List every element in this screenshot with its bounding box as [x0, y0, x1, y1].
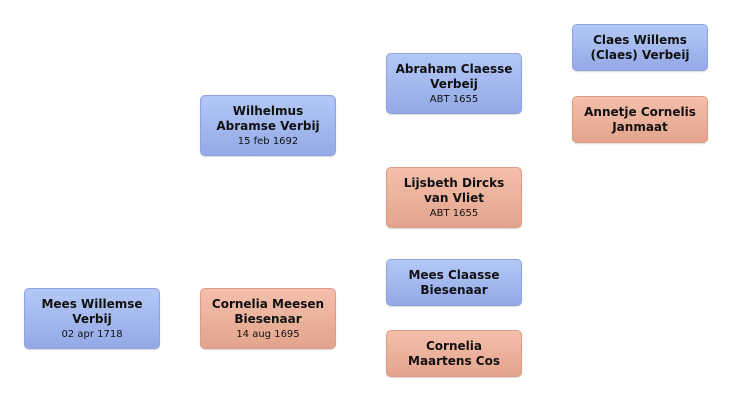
person-date: ABT 1655 [429, 207, 479, 219]
person-node-annetje-cornelis-janmaat[interactable]: Annetje Cornelis Janmaat [572, 96, 708, 143]
person-node-lijsbeth-dircks-van-vliet[interactable]: Lijsbeth Dircks van Vliet ABT 1655 [386, 167, 522, 228]
person-name: Mees Willemse Verbij [41, 296, 143, 326]
person-name: Lijsbeth Dircks van Vliet [403, 175, 505, 205]
person-date: 02 apr 1718 [61, 328, 123, 340]
person-name: Abraham Claesse Verbeij [395, 61, 513, 91]
person-node-cornelia-meesen-biesenaar[interactable]: Cornelia Meesen Biesenaar 14 aug 1695 [200, 288, 336, 349]
person-date: 15 feb 1692 [237, 135, 299, 147]
person-name: Cornelia Maartens Cos [408, 338, 500, 368]
person-node-mees-claasse-biesenaar[interactable]: Mees Claasse Biesenaar [386, 259, 522, 306]
person-name: Cornelia Meesen Biesenaar [211, 296, 325, 326]
person-date: ABT 1655 [429, 93, 479, 105]
person-name: Mees Claasse Biesenaar [408, 267, 500, 297]
person-node-wilhelmus-abramse-verbij[interactable]: Wilhelmus Abramse Verbij 15 feb 1692 [200, 95, 336, 156]
person-node-claes-willems-verbeij[interactable]: Claes Willems (Claes) Verbeij [572, 24, 708, 71]
person-date: 14 aug 1695 [236, 328, 300, 340]
person-node-cornelia-maartens-cos[interactable]: Cornelia Maartens Cos [386, 330, 522, 377]
person-name: Wilhelmus Abramse Verbij [216, 103, 320, 133]
person-name: Claes Willems (Claes) Verbeij [590, 32, 690, 62]
person-node-abraham-claesse-verbeij[interactable]: Abraham Claesse Verbeij ABT 1655 [386, 53, 522, 114]
person-name: Annetje Cornelis Janmaat [584, 104, 696, 134]
person-node-mees-willemse-verbij[interactable]: Mees Willemse Verbij 02 apr 1718 [24, 288, 160, 349]
